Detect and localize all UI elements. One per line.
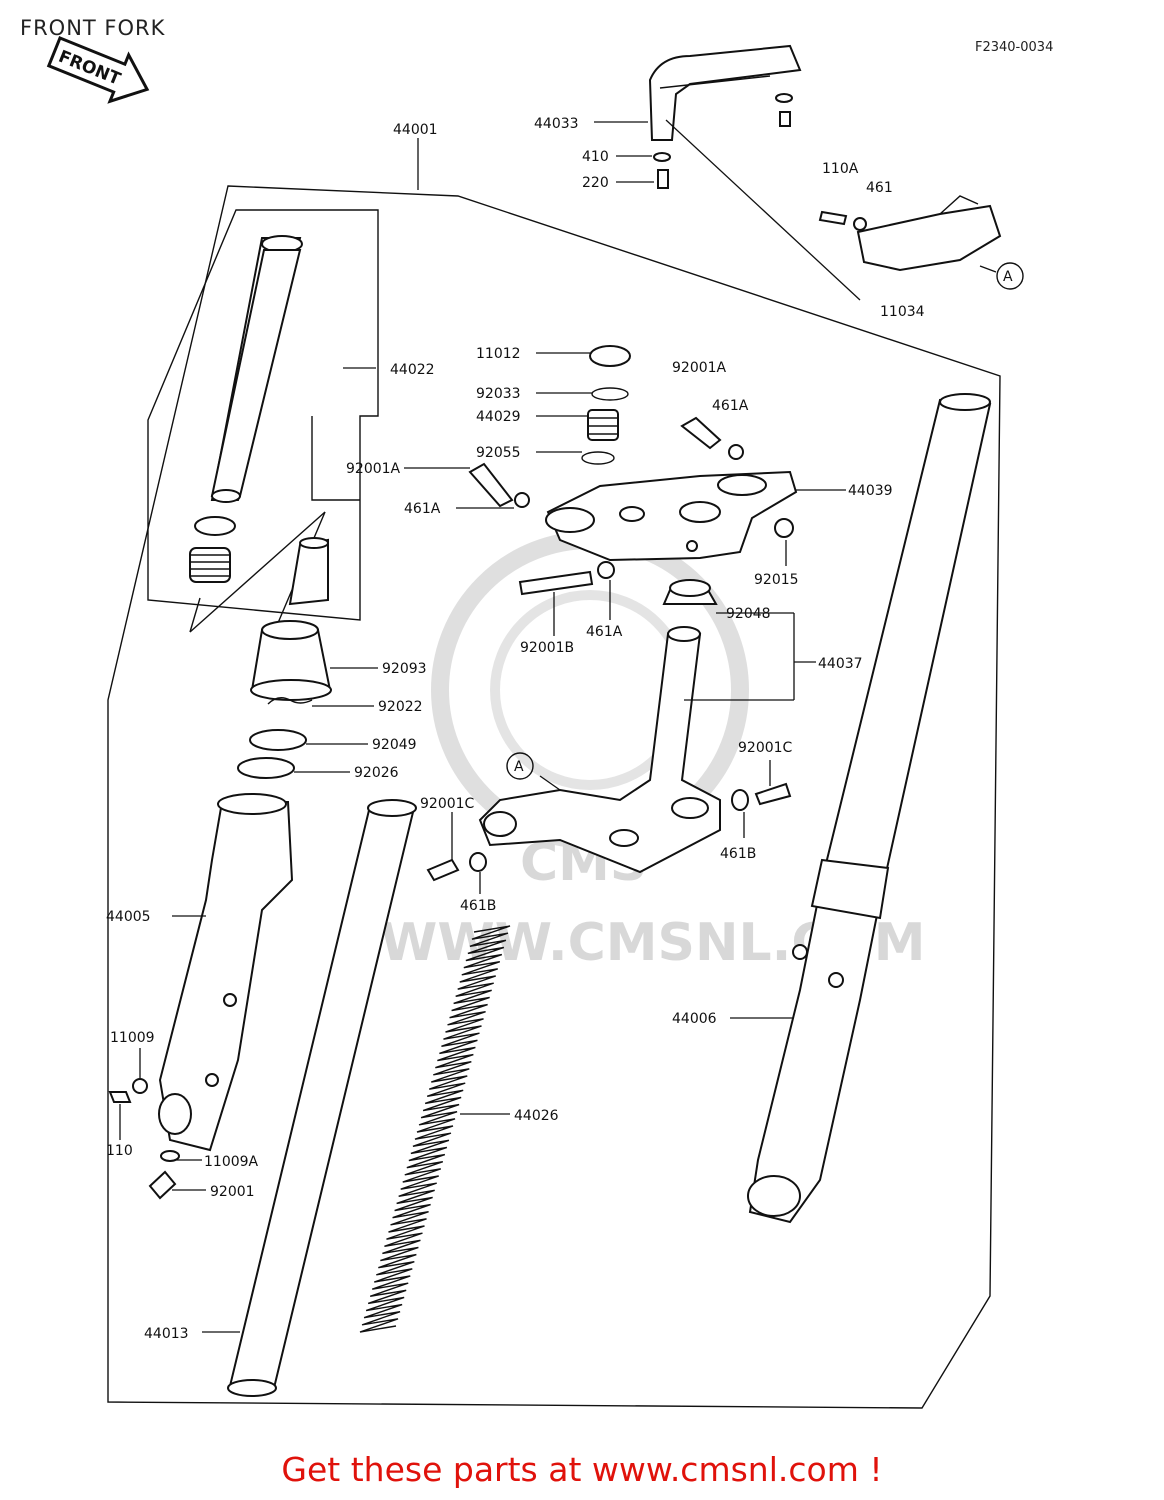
label-44033: 44033 xyxy=(534,116,579,132)
subassembly-outline-44022 xyxy=(147,209,379,621)
cmsnl-promo-link[interactable]: Get these parts at www.cmsnl.com ! xyxy=(281,1450,883,1489)
label-410: 410 xyxy=(582,149,609,165)
page-title: FRONT FORK xyxy=(20,16,166,40)
label-11009A: 11009A xyxy=(204,1154,259,1170)
label-461: 461 xyxy=(866,180,893,196)
part-92033-o-ring xyxy=(591,387,629,401)
part-44022-damper-rod xyxy=(210,235,303,503)
guide-line xyxy=(189,597,201,633)
label-44001: 44001 xyxy=(393,122,438,138)
label-44005: 44005 xyxy=(106,909,151,925)
part-92001A-bolt-right xyxy=(680,416,722,450)
guide-line xyxy=(665,119,861,301)
part-92055-o-ring xyxy=(581,451,615,465)
part-461A-washer-lower xyxy=(597,561,615,579)
part-461B-washer-left xyxy=(469,852,487,872)
label-92015: 92015 xyxy=(754,572,799,588)
label-44013: 44013 xyxy=(144,1326,189,1342)
part-461A-washer-right xyxy=(728,444,744,460)
label-92048: 92048 xyxy=(726,606,771,622)
label-110A: 110A xyxy=(822,161,859,177)
part-11012-cap xyxy=(589,345,631,367)
guide-line xyxy=(539,775,561,791)
part-92049-oil-seal xyxy=(249,729,307,751)
part-44029-top-plug xyxy=(587,409,619,441)
label-220: 220 xyxy=(582,175,609,191)
part-110-drain-bolt xyxy=(108,1091,132,1103)
part-44005-outer-tube-left xyxy=(158,793,294,1152)
diagram-code: F2340-0034 xyxy=(975,40,1054,55)
label-A-lower: A xyxy=(514,759,524,775)
part-rebound-spring xyxy=(189,547,231,583)
label-92055: 92055 xyxy=(476,445,521,461)
label-461A-right: 461A xyxy=(712,398,749,414)
label-92026: 92026 xyxy=(354,765,399,781)
part-92015-nut xyxy=(774,518,794,538)
part-44013-inner-tube xyxy=(227,799,417,1397)
part-92001B-bolt xyxy=(518,570,594,596)
part-92001C-bolt-right xyxy=(754,782,792,806)
front-direction-tag: FRONT xyxy=(46,36,150,104)
leader-lines xyxy=(119,121,846,1333)
part-ring xyxy=(194,516,236,536)
part-92048-seal xyxy=(662,579,718,605)
part-461B-washer-right xyxy=(731,789,749,811)
part-washer-top xyxy=(775,93,793,103)
label-461B-right: 461B xyxy=(720,846,756,862)
label-44037: 44037 xyxy=(818,656,863,672)
label-A-top: A xyxy=(1003,269,1013,285)
label-44029: 44029 xyxy=(476,409,521,425)
part-92001C-bolt-left xyxy=(426,858,460,882)
part-44026-fork-spring xyxy=(359,925,511,1333)
part-bolt-top xyxy=(779,111,791,127)
label-92022: 92022 xyxy=(378,699,423,715)
label-92093: 92093 xyxy=(382,661,427,677)
label-11012: 11012 xyxy=(476,346,521,362)
part-92022-retaining-ring xyxy=(267,697,313,705)
part-11009-gasket xyxy=(132,1078,148,1094)
part-11034-bracket xyxy=(856,195,1002,272)
part-number-labels: 44001 44033 410 220 110A 461 11034 A 440… xyxy=(106,116,1013,1342)
label-92033: 92033 xyxy=(476,386,521,402)
part-44039-upper-bracket xyxy=(545,470,798,562)
label-461A-left: 461A xyxy=(404,501,441,517)
label-92001C-right: 92001C xyxy=(738,740,793,756)
label-44022: 44022 xyxy=(390,362,435,378)
label-92001C-left: 92001C xyxy=(420,796,475,812)
part-92026-washer xyxy=(237,757,295,779)
label-110: 110 xyxy=(106,1143,133,1159)
part-92001-bolt xyxy=(148,1170,177,1200)
label-44026: 44026 xyxy=(514,1108,559,1124)
label-44039: 44039 xyxy=(848,483,893,499)
label-461A-lower: 461A xyxy=(586,624,623,640)
label-461B-left: 461B xyxy=(460,898,496,914)
part-220-bolt xyxy=(657,169,669,189)
part-92093-dust-seal xyxy=(250,620,332,701)
guide-line xyxy=(189,511,326,633)
reference-marker-a-lower xyxy=(506,752,534,780)
part-110A-bolt xyxy=(818,210,848,226)
label-92001A-right: 92001A xyxy=(672,360,727,376)
part-461-washer xyxy=(853,217,867,231)
part-410-washer xyxy=(653,152,671,162)
label-44006: 44006 xyxy=(672,1011,717,1027)
part-oil-lock-piece xyxy=(288,537,329,606)
reference-marker-a-top xyxy=(996,262,1024,290)
guide-line xyxy=(979,265,997,273)
part-44006-outer-tube-right xyxy=(747,393,992,1224)
label-92001: 92001 xyxy=(210,1184,255,1200)
label-11034: 11034 xyxy=(880,304,925,320)
part-92001A-bolt-left xyxy=(468,462,514,508)
label-92001B: 92001B xyxy=(520,640,574,656)
part-44037-steering-stem xyxy=(478,626,721,874)
assembly-outline-44001 xyxy=(107,185,1001,1409)
label-92001A-left: 92001A xyxy=(346,461,401,477)
part-44033-handle-bracket xyxy=(648,44,802,141)
part-11009A-gasket xyxy=(160,1150,180,1162)
label-11009: 11009 xyxy=(110,1030,155,1046)
part-461A-washer-left xyxy=(514,492,530,508)
label-92049: 92049 xyxy=(372,737,417,753)
